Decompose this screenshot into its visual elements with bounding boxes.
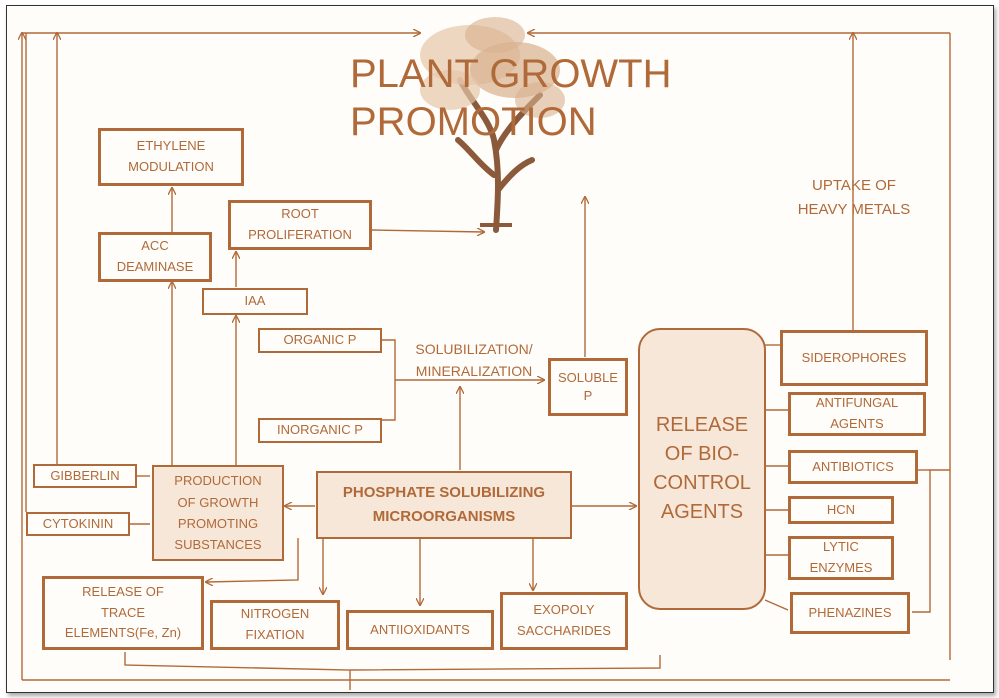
soluble-p-line-1: SOLUBLE: [558, 369, 618, 385]
lytic-line-2: ENZYMES: [809, 560, 873, 575]
production-line-1: PRODUCTION: [174, 473, 262, 489]
phenazines-label: PHENAZINES: [808, 604, 892, 620]
uptake-heavy-metals-label: UPTAKE OF HEAVY METALS: [780, 174, 928, 222]
siderophores-box: SIDEROPHORES: [780, 330, 928, 386]
trace-line-2: TRACE: [100, 604, 146, 620]
organic-p-box: ORGANIC P: [258, 328, 382, 353]
central-line-2: MICROORGANISMS: [372, 508, 516, 525]
cytokinin-label: CYTOKININ: [42, 515, 114, 531]
root-line-1: ROOT: [281, 206, 319, 222]
title-line-2: PROMOTION: [350, 100, 597, 144]
antifungal-line-1: ANTIFUNGAL: [815, 395, 899, 411]
cytokinin-box: CYTOKININ: [26, 512, 130, 536]
hcn-box: HCN: [788, 496, 894, 524]
soluble-p-line-2: P: [583, 388, 593, 403]
gibberlin-box: GIBBERLIN: [33, 464, 137, 488]
siderophores-label: SIDEROPHORES: [801, 349, 907, 365]
biocontrol-line-2: OF BIO-: [664, 443, 740, 465]
nitrogen-fixation-box: NITROGEN FIXATION: [210, 600, 340, 650]
page-title: PLANT GROWTH PROMOTION: [350, 50, 672, 146]
exopoly-line-1: EXOPOLY: [533, 602, 595, 618]
acc-line-2: DEAMINASE: [116, 259, 194, 274]
hcn-label: HCN: [826, 501, 856, 517]
antifungal-line-2: AGENTS: [830, 416, 884, 431]
trace-line-3: ELEMENTS(Fe, Zn): [64, 625, 182, 641]
tree-illustration: [420, 17, 565, 233]
organic-p-label: ORGANIC P: [283, 332, 357, 348]
antifungal-agents-box: ANTIFUNGAL AGENTS: [788, 392, 926, 436]
exopolysaccharides-box: EXOPOLY SACCHARIDES: [500, 592, 628, 650]
root-line-2: PROLIFERATION: [248, 227, 352, 242]
phenazines-box: PHENAZINES: [790, 592, 910, 634]
antioxidants-box: ANTIIOXIDANTS: [346, 610, 494, 650]
biocontrol-release-box: RELEASE OF BIO- CONTROL AGENTS: [638, 328, 766, 610]
title-line-1: PLANT GROWTH: [350, 52, 672, 96]
central-psm-box: PHOSPHATE SOLUBILIZING MICROORGANISMS: [316, 471, 572, 539]
exopoly-line-2: SACCHARIDES: [517, 623, 611, 638]
trace-line-1: RELEASE OF: [82, 583, 164, 599]
ethylene-line-1: ETHYLENE: [136, 138, 206, 154]
nitrogen-line-2: FIXATION: [245, 627, 305, 642]
solubilization-line-2: MINERALIZATION: [415, 363, 533, 379]
solubilization-line-1: SOLUBILIZATION/: [415, 341, 533, 357]
gibberlin-label: GIBBERLIN: [50, 467, 120, 483]
antibiotics-box: ANTIBIOTICS: [788, 450, 918, 484]
acc-line-1: ACC: [141, 238, 169, 254]
ethylene-line-2: MODULATION: [128, 159, 214, 174]
iaa-box: IAA: [202, 288, 308, 315]
lytic-enzymes-box: LYTIC ENZYMES: [788, 536, 894, 580]
central-line-1: PHOSPHATE SOLUBILIZING: [342, 484, 546, 501]
trace-elements-box: RELEASE OF TRACE ELEMENTS(Fe, Zn): [42, 576, 204, 650]
uptake-line-1: UPTAKE OF: [812, 177, 896, 194]
biocontrol-line-4: AGENTS: [660, 501, 744, 523]
antibiotics-label: ANTIBIOTICS: [812, 458, 894, 474]
biocontrol-line-1: RELEASE: [655, 414, 749, 436]
inorganic-p-box: INORGANIC P: [258, 418, 382, 443]
acc-deaminase-box: ACC DEAMINASE: [98, 232, 212, 282]
uptake-line-2: HEAVY METALS: [797, 201, 911, 218]
production-line-2: OF GROWTH: [177, 494, 259, 510]
iaa-label: IAA: [244, 293, 266, 309]
nitrogen-line-1: NITROGEN: [240, 606, 310, 622]
production-line-4: SUBSTANCES: [174, 537, 262, 553]
lytic-line-1: LYTIC: [823, 539, 859, 555]
antioxidants-label: ANTIIOXIDANTS: [370, 621, 470, 637]
root-proliferation-box: ROOT PROLIFERATION: [228, 200, 372, 250]
biocontrol-line-3: CONTROL: [653, 472, 751, 494]
soluble-p-box: SOLUBLE P: [548, 358, 628, 416]
inorganic-p-label: INORGANIC P: [277, 422, 363, 438]
ethylene-modulation-box: ETHYLENE MODULATION: [98, 128, 244, 186]
solubilization-label: SOLUBILIZATION/ MINERALIZATION: [402, 338, 546, 382]
production-growth-box: PRODUCTION OF GROWTH PROMOTING SUBSTANCE…: [152, 465, 284, 561]
production-line-3: PROMOTING: [177, 516, 259, 531]
